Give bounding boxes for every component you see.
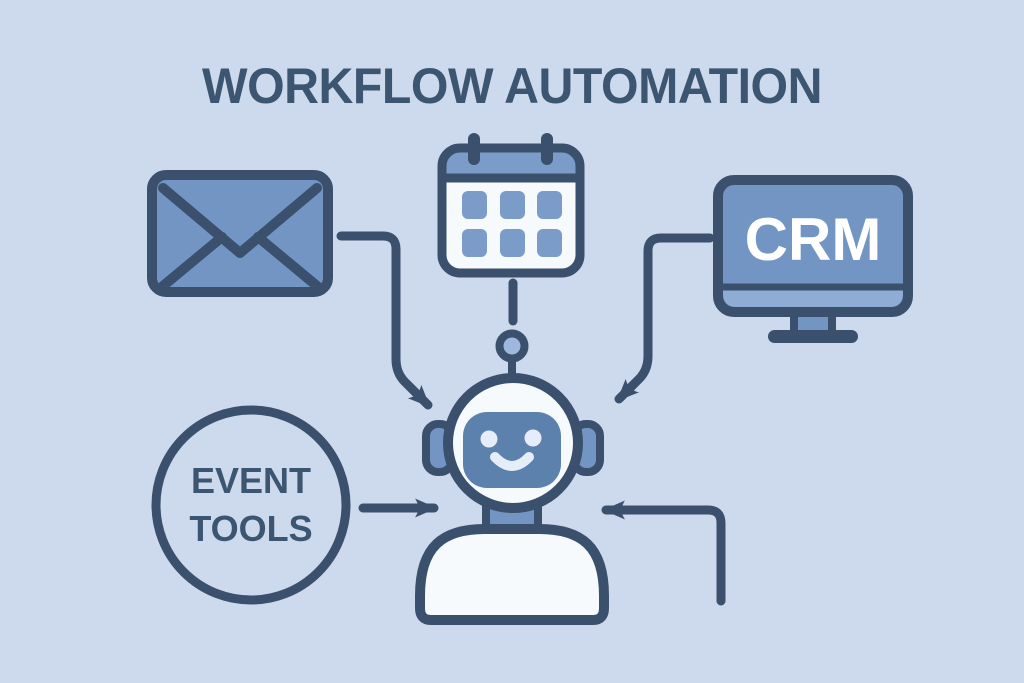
calendar-ring-left bbox=[468, 133, 480, 165]
right-side-to-robot-arrow bbox=[601, 500, 726, 606]
email-to-robot-arrow bbox=[336, 231, 433, 410]
robot-eye-left bbox=[480, 430, 498, 448]
calendar-icon bbox=[437, 133, 585, 278]
robot-smile bbox=[490, 452, 534, 471]
email-envelope-icon bbox=[147, 170, 333, 297]
robot-antenna-ball bbox=[495, 329, 529, 363]
crm-label: CRM bbox=[745, 206, 882, 273]
event-tools-circle: EVENT TOOLS bbox=[151, 405, 351, 605]
robot-assistant-icon bbox=[415, 329, 609, 625]
monitor-base bbox=[768, 330, 858, 343]
crm-monitor-icon: CRM bbox=[713, 175, 913, 343]
robot-face-screen bbox=[463, 412, 561, 488]
page-title: WORKFLOW AUTOMATION bbox=[202, 58, 822, 114]
robot-body bbox=[415, 524, 609, 625]
calendar-ring-right bbox=[541, 133, 553, 165]
event-tools-label-line2: TOOLS bbox=[189, 508, 312, 549]
event-tools-label-line1: EVENT bbox=[191, 460, 311, 501]
crm-to-robot-arrow bbox=[614, 233, 715, 404]
robot-eye-right bbox=[524, 429, 542, 447]
